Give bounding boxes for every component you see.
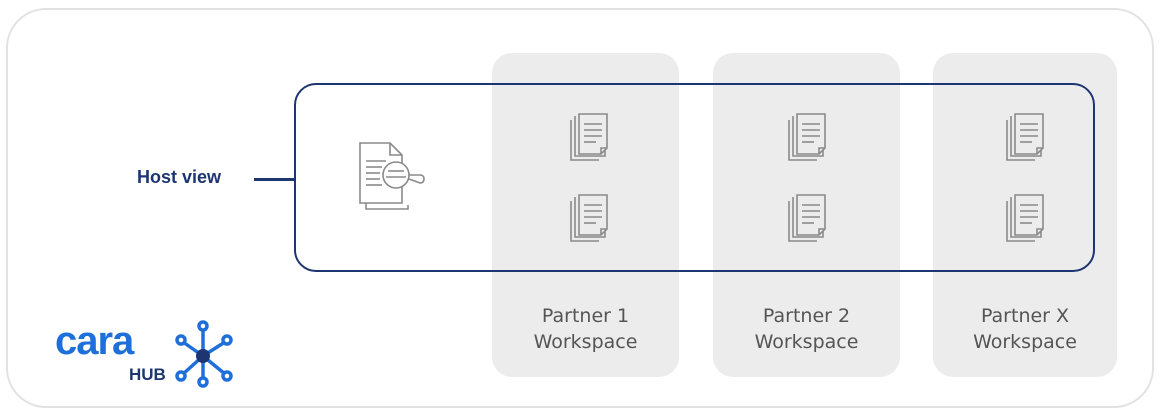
workspace-label: Partner 2 Workspace xyxy=(754,305,859,353)
document-icon xyxy=(788,194,826,242)
host-view-label: Host view xyxy=(137,167,222,187)
document-icon xyxy=(1006,194,1044,242)
document-icon xyxy=(1006,113,1044,161)
document-icon xyxy=(570,194,608,242)
document-search-icon xyxy=(359,142,425,210)
workspace-label: Partner X Workspace xyxy=(973,305,1077,353)
logo-sub: HUB xyxy=(129,365,166,384)
host-view-connector xyxy=(254,178,294,181)
workspace-label: Partner 1 Workspace xyxy=(533,305,638,353)
host-view-frame xyxy=(294,83,1095,272)
partner-x-workspace: Partner X Workspace xyxy=(933,53,1117,377)
cara-hub-logo: cara HUB xyxy=(55,319,233,388)
document-icon xyxy=(570,113,608,161)
document-icon xyxy=(788,113,826,161)
logo-word: cara xyxy=(55,319,135,363)
